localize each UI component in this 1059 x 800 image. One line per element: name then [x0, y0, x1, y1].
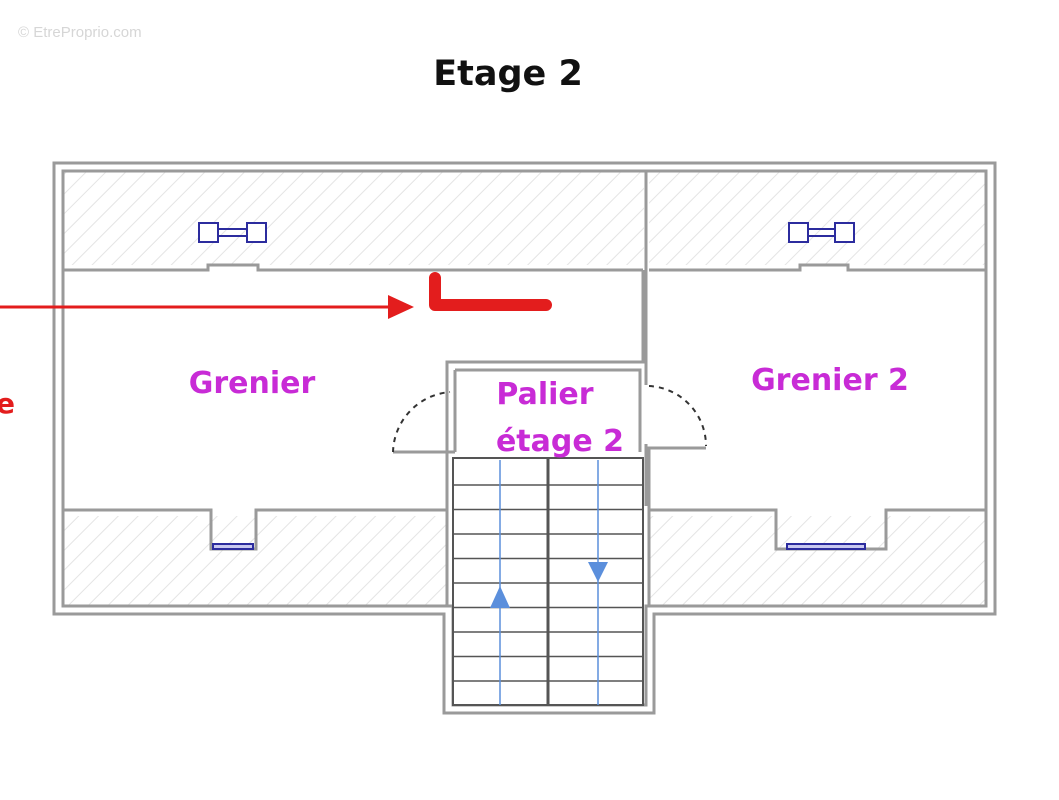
- plan-title: Etage 2: [433, 54, 583, 94]
- hatch-top-right: [649, 172, 985, 265]
- room-label-palier-line2: étage 2: [496, 424, 624, 459]
- annotation-arrow-head: [388, 295, 414, 319]
- hatched-areas: [64, 172, 985, 606]
- divider-top-left: [63, 263, 643, 272]
- edge-label: e: [0, 387, 15, 420]
- hatch-bottom-right: [649, 516, 985, 606]
- room-labels: Grenier Palier étage 2 Grenier 2: [189, 363, 909, 459]
- watermark: © EtreProprio.com: [18, 24, 142, 41]
- staircase: [452, 457, 644, 706]
- door-swings: [392, 385, 708, 453]
- divider-top-right: [649, 263, 986, 272]
- door-swing-right: [648, 385, 708, 447]
- windows: [198, 222, 866, 550]
- hatch-top-left: [64, 172, 644, 265]
- annotation-marker: [429, 272, 552, 311]
- window-top-right: [788, 222, 855, 243]
- window-top-left: [198, 222, 267, 243]
- room-label-palier-line1: Palier: [496, 377, 593, 412]
- window-bottom-left: [212, 543, 254, 550]
- inner-wall: [61, 169, 988, 707]
- landing-inner-top: [455, 368, 642, 452]
- room-label-grenier: Grenier: [189, 366, 316, 401]
- stair-arrow-down: [588, 562, 608, 582]
- window-bottom-right: [786, 543, 866, 550]
- outer-wall: [52, 161, 997, 715]
- stair-arrow-up: [490, 586, 510, 608]
- room-label-grenier-2: Grenier 2: [751, 363, 909, 398]
- annotation: e: [0, 272, 552, 420]
- door-swing-left: [392, 391, 451, 453]
